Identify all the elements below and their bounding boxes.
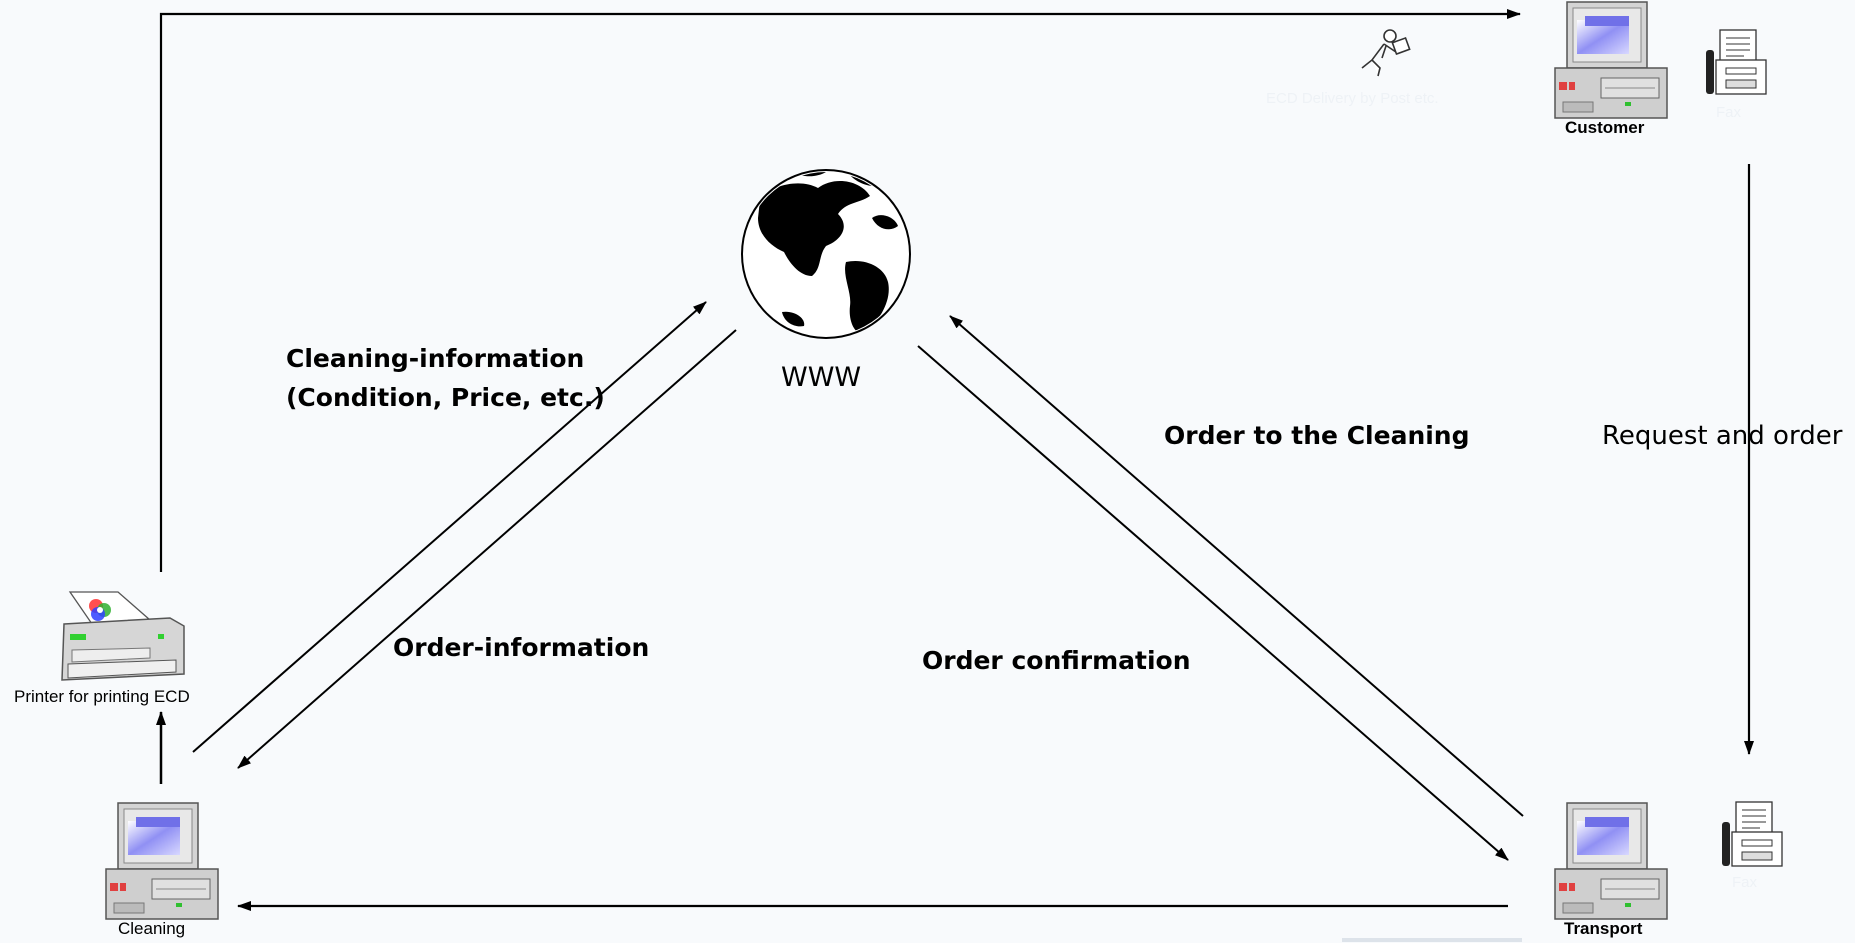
customer-label: Customer [1565,118,1645,137]
courier-label: ECD Delivery by Post etc. [1266,90,1439,107]
arrow-transport-to-www [949,315,1524,817]
printer-label: Printer for printing ECD [14,687,190,706]
courier-icon [1361,29,1411,77]
connectors [156,9,1754,911]
arrow-printer-to-customer [159,9,1521,572]
arrow-cleaning-to-www [192,301,707,753]
edge-label-request-and-order: Request and order [1602,421,1843,451]
printer-icon [61,591,185,681]
edge-label-order-confirmation: Order confirmation [922,646,1191,675]
www-label: WWW [781,362,862,393]
edge-label-order-to-cleaning: Order to the Cleaning [1164,421,1470,450]
customer-computer-icon [1554,1,1668,119]
cleaning-label: Cleaning [118,919,186,938]
fax-top-icon [1705,29,1767,95]
arrow-www-to-transport [917,345,1509,861]
bottom-strip [1342,938,1522,942]
cleaning-computer-icon [105,802,219,920]
globe-icon [741,169,911,339]
edge-label-order-information: Order-information [393,633,650,662]
fax-top-label: Fax [1716,104,1742,121]
fax-bottom-icon [1721,801,1783,867]
fax-bottom-label: Fax [1732,874,1758,891]
transport-computer-icon [1554,802,1668,920]
edge-label-cleaning-info-detail: (Condition, Price, etc.) [286,383,605,412]
transport-label: Transport [1564,919,1643,938]
arrow-www-to-cleaning [237,329,737,769]
edge-label-cleaning-info: Cleaning-information [286,344,585,373]
